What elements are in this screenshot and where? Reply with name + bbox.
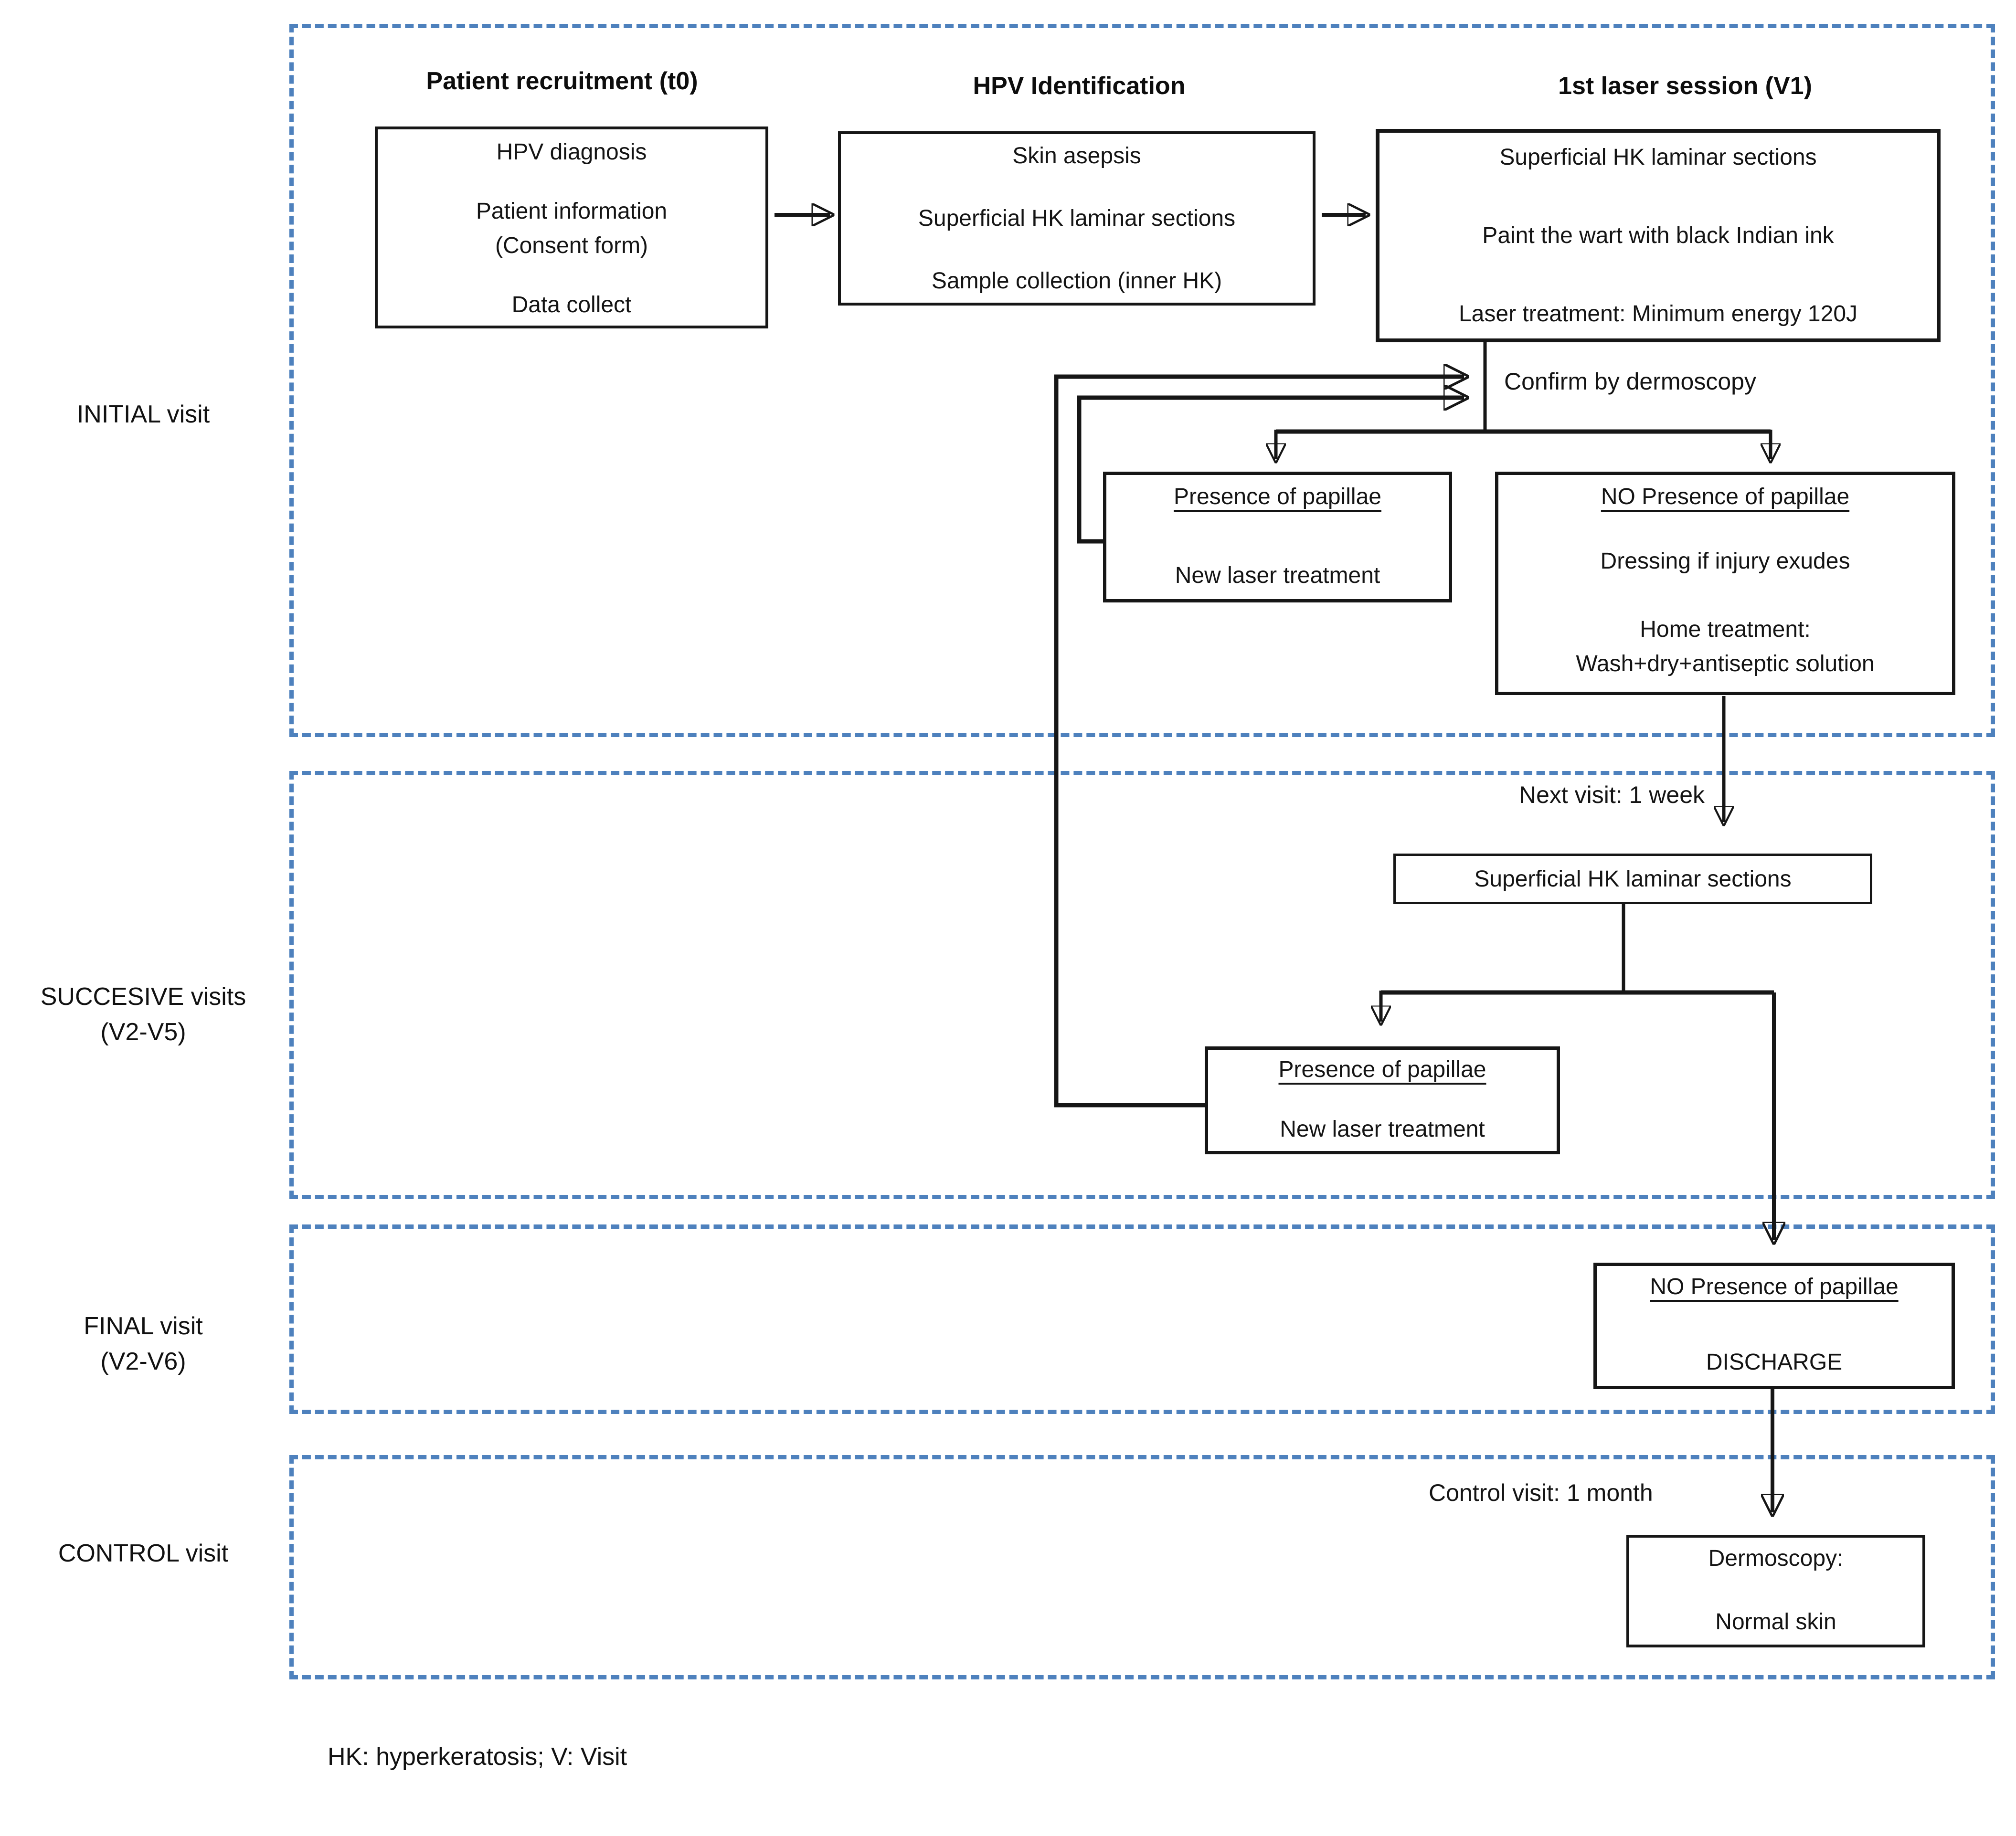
box-line: DISCHARGE bbox=[1706, 1350, 1843, 1375]
header-first-laser-session: 1st laser session (V1) bbox=[1558, 72, 1812, 100]
box-paragraph: Home treatment: Wash+dry+antiseptic solu… bbox=[1503, 612, 1947, 681]
box-line: HPV diagnosis bbox=[496, 139, 647, 165]
box-line: Skin asepsis bbox=[1012, 143, 1141, 169]
box-paragraph: Patient information (Consent form) bbox=[382, 194, 761, 263]
row-label-text: FINAL visit bbox=[84, 1312, 203, 1340]
row-label-final-visit: FINAL visit (V2-V6) bbox=[10, 1309, 277, 1380]
box-line: Wash+dry+antiseptic solution bbox=[1576, 651, 1875, 676]
footnote-abbreviations: HK: hyperkeratosis; V: Visit bbox=[328, 1743, 627, 1771]
box-dermoscopy-normal-skin: Dermoscopy: Normal skin bbox=[1626, 1535, 1925, 1647]
label-confirm-by-dermoscopy: Confirm by dermoscopy bbox=[1504, 368, 1756, 395]
box-title: Presence of papillae bbox=[1278, 1057, 1486, 1082]
header-patient-recruitment: Patient recruitment (t0) bbox=[426, 67, 698, 95]
box-line: Home treatment: bbox=[1640, 617, 1811, 642]
box-line: Laser treatment: Minimum energy 120J bbox=[1458, 301, 1858, 327]
box-no-papillae-discharge: NO Presence of papillae DISCHARGE bbox=[1593, 1263, 1955, 1389]
row-label-text: INITIAL visit bbox=[76, 401, 210, 428]
label-next-visit-1-week: Next visit: 1 week bbox=[1518, 781, 1705, 808]
box-line: Superficial HK laminar sections bbox=[1474, 866, 1792, 892]
box-title: NO Presence of papillae bbox=[1650, 1274, 1899, 1299]
box-line: New laser treatment bbox=[1175, 563, 1380, 588]
box-first-laser-session: Superficial HK laminar sections Paint th… bbox=[1376, 129, 1941, 342]
box-line: Normal skin bbox=[1715, 1609, 1836, 1635]
box-line: (Consent form) bbox=[495, 232, 648, 258]
box-patient-recruitment: HPV diagnosis Patient information (Conse… bbox=[375, 127, 768, 328]
box-no-presence-papillae-initial: NO Presence of papillae Dressing if inju… bbox=[1495, 472, 1955, 695]
box-line: Patient information bbox=[476, 198, 668, 224]
label-control-visit-1-month: Control visit: 1 month bbox=[1429, 1479, 1653, 1506]
header-hpv-identification: HPV Identification bbox=[973, 72, 1186, 100]
box-line: Sample collection (inner HK) bbox=[931, 268, 1222, 294]
box-line: Data collect bbox=[511, 292, 632, 317]
box-presence-papillae-initial: Presence of papillae New laser treatment bbox=[1103, 472, 1452, 602]
row-label-initial-visit: INITIAL visit bbox=[10, 397, 277, 433]
box-title: Presence of papillae bbox=[1174, 484, 1381, 509]
box-line: Superficial HK laminar sections bbox=[1499, 145, 1817, 170]
box-line: Dermoscopy: bbox=[1708, 1546, 1844, 1571]
box-line: Dressing if injury exudes bbox=[1600, 549, 1850, 574]
section-succesive-visits bbox=[289, 771, 1995, 1199]
box-hpv-identification: Skin asepsis Superficial HK laminar sect… bbox=[838, 131, 1316, 306]
box-presence-papillae-succesive: Presence of papillae New laser treatment bbox=[1205, 1046, 1560, 1154]
box-superficial-hk-succesive: Superficial HK laminar sections bbox=[1393, 854, 1872, 904]
section-final-visit bbox=[289, 1224, 1995, 1414]
row-label-text: (V2-V5) bbox=[100, 1018, 186, 1046]
section-control-visit bbox=[289, 1455, 1995, 1679]
row-label-succesive-visits: SUCCESIVE visits (V2-V5) bbox=[10, 980, 277, 1050]
box-line: Paint the wart with black Indian ink bbox=[1482, 223, 1834, 248]
row-label-control-visit: CONTROL visit bbox=[10, 1536, 277, 1572]
row-label-text: SUCCESIVE visits bbox=[40, 983, 246, 1011]
box-line: New laser treatment bbox=[1280, 1117, 1485, 1142]
row-label-text: CONTROL visit bbox=[58, 1540, 229, 1567]
box-title: NO Presence of papillae bbox=[1601, 484, 1850, 509]
box-line: Superficial HK laminar sections bbox=[918, 206, 1236, 231]
row-label-text: (V2-V6) bbox=[100, 1347, 186, 1375]
